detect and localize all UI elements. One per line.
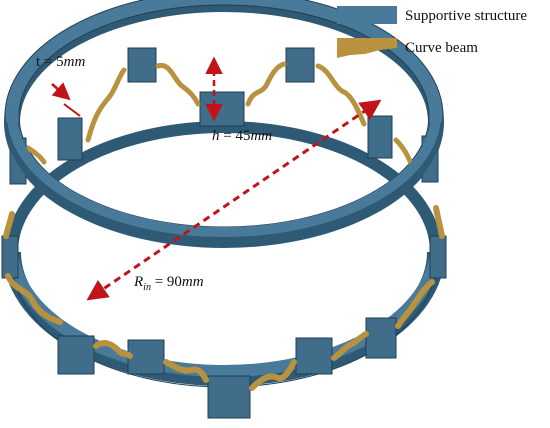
legend: Supportive structure Curve beam [337,6,527,58]
thickness-label: t = 5mm [36,54,85,70]
legend-swatch-curve-beam [337,38,397,58]
radius-label: Rin = 90mm [133,274,204,293]
dimension-thickness-arrow [51,82,81,117]
height-label: h = 45mm [212,128,272,144]
front-curve-beams [3,205,445,391]
legend-label-curve-beam: Curve beam [405,40,478,56]
legend-label-supportive-structure: Supportive structure [405,8,527,24]
dimension-radius-arrow [86,99,382,301]
legend-swatch-supportive-structure [337,6,397,24]
front-posts [1,135,447,419]
